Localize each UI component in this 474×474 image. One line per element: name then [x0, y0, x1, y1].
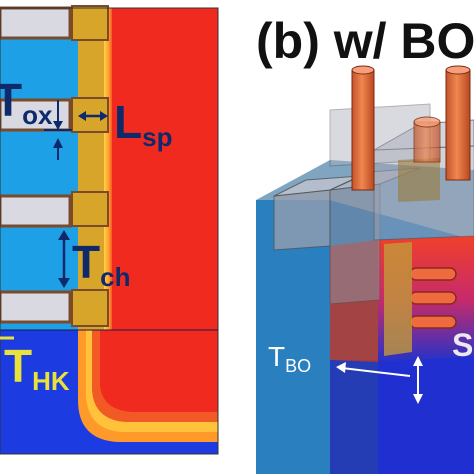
- label-s: S: [452, 327, 473, 363]
- bottom-oxide-side: [330, 360, 378, 474]
- label-tox: Tox: [0, 74, 53, 130]
- spacer-block: [71, 289, 109, 327]
- contact-pillar: [413, 116, 441, 163]
- label-tbo: TBO: [268, 341, 311, 376]
- label-lsp: Lsp: [114, 96, 172, 152]
- left-panel-border: [0, 7, 219, 455]
- nanosheet-stack: [0, 5, 109, 327]
- label-thk: THK: [4, 340, 70, 396]
- oxide-layer: [0, 6, 72, 40]
- nanosheet-channel: [409, 267, 457, 281]
- inner-gate-band: [384, 242, 412, 356]
- panel-title: (b) w/ BO: [256, 13, 474, 69]
- nanosheet-channels: [409, 267, 457, 329]
- spacer-box-left: [273, 189, 331, 251]
- field-contour-core: [100, 330, 218, 412]
- nanosheet-channel: [409, 315, 457, 329]
- contact-region: [398, 158, 440, 202]
- left-panel-cross-section: Tox Lsp Tch THK: [0, 5, 219, 455]
- spacer-block: [71, 191, 109, 227]
- contact-pillar: [445, 65, 471, 181]
- lsp-dimension-arrow: [78, 111, 108, 121]
- tbo-pointer-head: [336, 362, 346, 373]
- tch-dimension-arrow: [58, 230, 70, 288]
- spacer-gradient-edge: [104, 8, 114, 330]
- gate-region: [112, 8, 218, 330]
- oxide-layer: [0, 290, 72, 324]
- nanosheet-channel: [409, 291, 457, 305]
- right-panel-3d-structure: (b) w/ BO: [256, 13, 474, 474]
- spacer-block: [71, 5, 109, 41]
- tbo-dimension-arrow: [413, 356, 423, 404]
- gate-stack-box: [329, 183, 381, 305]
- tox-dimension-marker: [44, 100, 72, 160]
- tbo-pointer-line: [341, 367, 411, 377]
- oxide-layer: [0, 194, 72, 228]
- label-tch: Tch: [72, 236, 130, 292]
- contact-pillar: [351, 65, 375, 191]
- bottom-oxide: [378, 352, 474, 474]
